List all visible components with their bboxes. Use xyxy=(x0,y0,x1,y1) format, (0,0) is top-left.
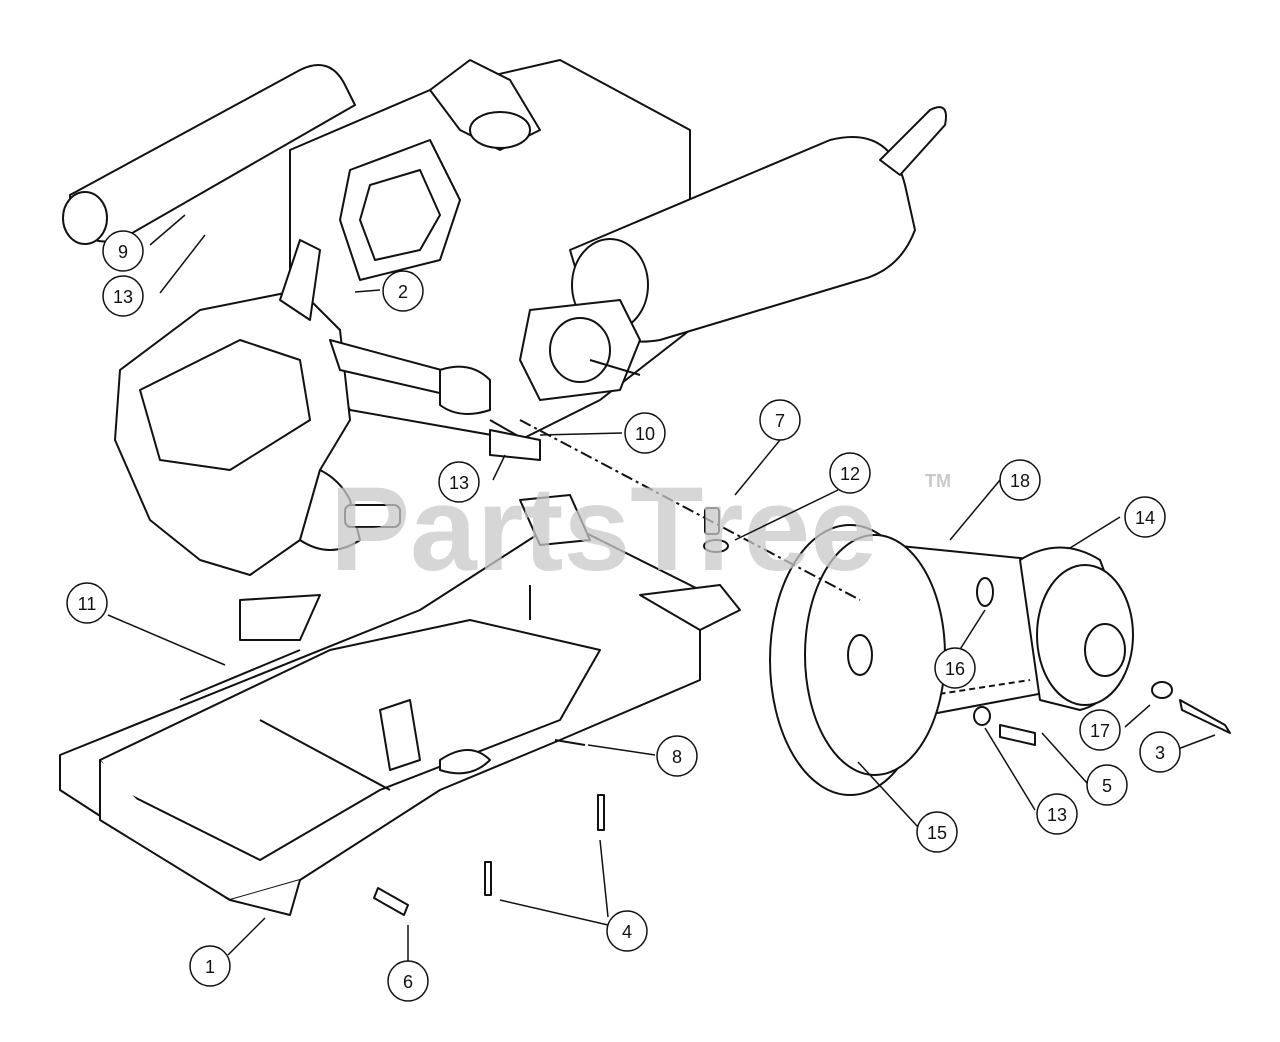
callout-circle-7 xyxy=(759,399,801,441)
callout-label-9: 9 xyxy=(118,242,128,262)
callout-label-2: 2 xyxy=(398,282,408,302)
callout-label-7: 7 xyxy=(775,411,785,431)
callout-circle-18 xyxy=(999,459,1041,501)
callout-label-1: 1 xyxy=(205,957,215,977)
callout-circle-15 xyxy=(916,811,958,853)
callout-circle-17 xyxy=(1079,709,1121,751)
callout-circle-16 xyxy=(934,647,976,689)
callout-label-16: 16 xyxy=(945,659,965,679)
frame-bracket xyxy=(59,494,741,916)
callout-label-3: 3 xyxy=(1155,743,1165,763)
callout-label-13c: 13 xyxy=(1047,805,1067,825)
callout-circle-2 xyxy=(382,270,424,312)
callout-label-12: 12 xyxy=(840,464,860,484)
callout-circle-13c xyxy=(1036,793,1078,835)
callout-label-6: 6 xyxy=(403,972,413,992)
watermark: PartsTree TM xyxy=(330,462,951,596)
callout-labels: 9 13 2 10 13 7 12 18 14 11 16 17 3 5 13 … xyxy=(78,242,1165,992)
callout-label-4: 4 xyxy=(622,922,632,942)
callout-circle-14 xyxy=(1124,496,1166,538)
callouts xyxy=(66,214,1216,1002)
callout-circle-1 xyxy=(189,945,231,987)
callout-circle-13a xyxy=(102,275,144,317)
callout-circle-9 xyxy=(102,230,144,272)
callout-circle-13b xyxy=(438,461,480,503)
callout-label-15: 15 xyxy=(927,823,947,843)
callout-circle-6 xyxy=(387,960,429,1002)
callout-circle-11 xyxy=(66,582,108,624)
callout-circle-12 xyxy=(829,452,871,494)
watermark-trademark: TM xyxy=(925,471,951,491)
callout-label-13a: 13 xyxy=(113,287,133,307)
callout-label-10: 10 xyxy=(635,424,655,444)
callout-label-13b: 13 xyxy=(449,473,469,493)
callout-label-11: 11 xyxy=(78,594,97,614)
drive-pulleys xyxy=(373,419,1231,916)
callout-circle-5 xyxy=(1086,764,1128,806)
callout-circle-4 xyxy=(606,910,648,952)
callout-label-14: 14 xyxy=(1135,508,1155,528)
callout-label-18: 18 xyxy=(1010,471,1030,491)
callout-circle-3 xyxy=(1139,731,1181,773)
watermark-brand: PartsTree xyxy=(330,462,877,596)
engine-assembly xyxy=(62,59,947,576)
callout-label-8: 8 xyxy=(672,747,682,767)
callout-circle-10 xyxy=(624,412,666,454)
callout-circle-8 xyxy=(656,735,698,777)
callout-label-17: 17 xyxy=(1090,721,1110,741)
callout-label-5: 5 xyxy=(1102,776,1112,796)
